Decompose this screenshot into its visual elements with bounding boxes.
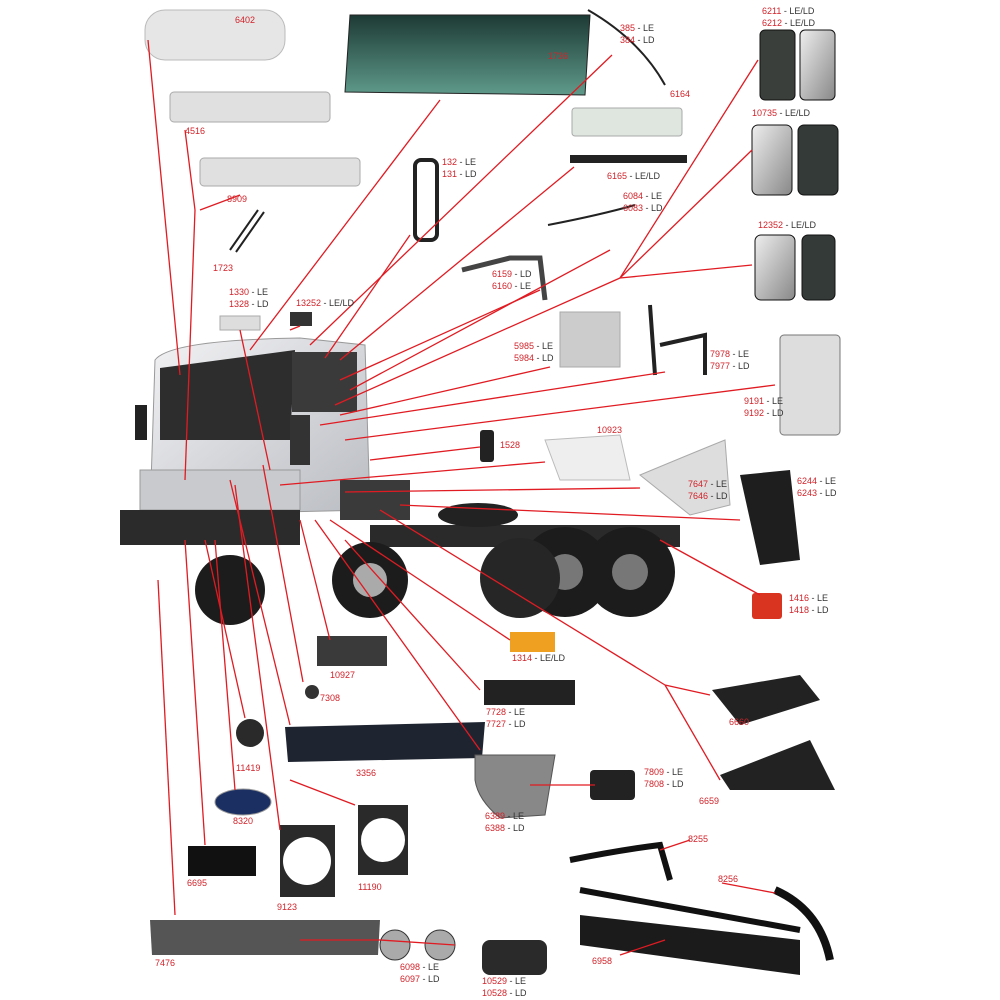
callout-8909: 8909 xyxy=(227,194,248,204)
callout-10923: 10923 xyxy=(597,425,623,435)
callout-12352: 12352 - LE/LD xyxy=(758,220,817,230)
windshield-area xyxy=(160,350,295,440)
callout-6165: 6165 - LE/LD xyxy=(607,171,661,181)
part-1736 xyxy=(344,14,591,96)
callout-6660: 6660 xyxy=(729,717,750,727)
truck xyxy=(120,337,680,625)
callout-6402: 6402 xyxy=(235,15,256,25)
part-6164 xyxy=(587,9,666,86)
callout-4516: 4516 xyxy=(185,126,206,136)
callout-11190: 11190 xyxy=(358,882,382,892)
callout-9123: 9123 xyxy=(277,902,298,912)
door-window xyxy=(292,352,357,412)
callout-11419: 11419 xyxy=(236,763,261,773)
wheel xyxy=(480,538,560,618)
part-6402 xyxy=(144,9,286,61)
callout-1723: 1723 xyxy=(213,263,234,273)
callout-8256: 8256 xyxy=(718,874,739,884)
part-8909 xyxy=(199,157,361,187)
callout-10735: 10735 - LE/LD xyxy=(752,108,811,118)
bumper xyxy=(120,510,300,545)
callout-13252: 13252 - LE/LD xyxy=(296,298,355,308)
callout-1528: 1528 xyxy=(500,440,521,450)
callout-8320: 8320 xyxy=(233,816,254,826)
callout-6695: 6695 xyxy=(187,878,208,888)
callout-6164: 6164 xyxy=(670,89,691,99)
callout-1314: 1314 - LE/LD xyxy=(512,653,566,663)
callout-7308: 7308 xyxy=(320,693,341,703)
callout-6659: 6659 xyxy=(699,796,720,806)
callout-1736: 1736 xyxy=(548,51,569,61)
callout-3356: 3356 xyxy=(356,768,377,778)
callout-7476: 7476 xyxy=(155,958,176,968)
part-4516 xyxy=(169,91,331,123)
callout-10927: 10927 xyxy=(330,670,356,680)
callout-8255: 8255 xyxy=(688,834,709,844)
callout-6958: 6958 xyxy=(592,956,613,966)
